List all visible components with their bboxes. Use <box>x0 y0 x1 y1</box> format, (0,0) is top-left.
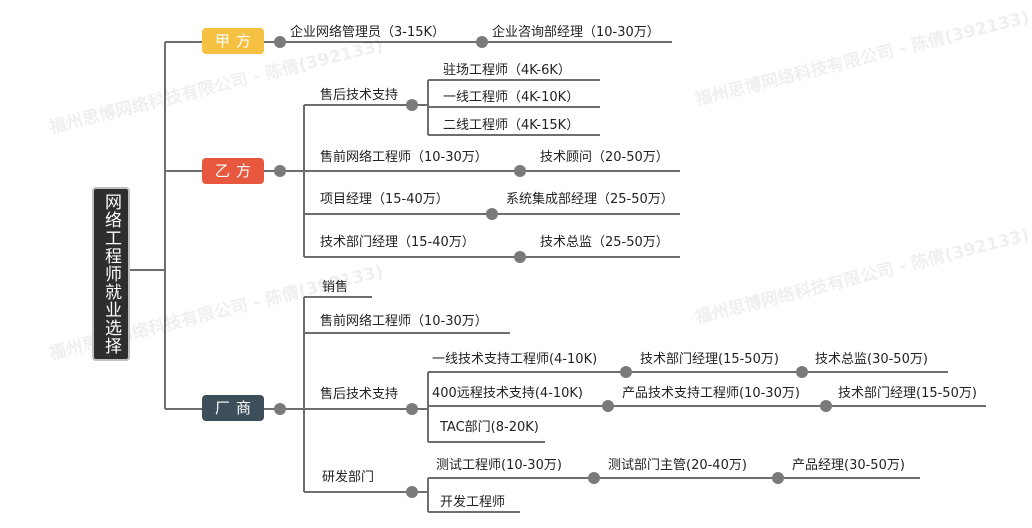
node-project-manager[interactable]: 项目经理（15-40万） <box>320 192 449 207</box>
node-enterprise-net-admin[interactable]: 企业网络管理员（3-15K） <box>290 25 446 40</box>
root-topic[interactable]: 网络工程师就业选择 <box>92 187 130 361</box>
node-dot[interactable] <box>274 403 286 415</box>
node-tier2-engineer[interactable]: 二线工程师（4K-15K） <box>443 118 580 133</box>
node-tech-consultant[interactable]: 技术顾问（20-50万） <box>540 150 669 165</box>
node-test-supervisor[interactable]: 测试部门主管(20-40万) <box>608 458 747 473</box>
node-dot[interactable] <box>486 208 498 220</box>
node-si-manager[interactable]: 系统集成部经理（25-50万） <box>506 192 674 207</box>
node-product-manager[interactable]: 产品经理(30-50万) <box>792 458 905 473</box>
node-dot[interactable] <box>406 99 418 111</box>
node-vendor-tech-manager-2[interactable]: 技术部门经理(15-50万) <box>838 386 977 401</box>
node-dot[interactable] <box>820 400 832 412</box>
node-vendor-after-sales[interactable]: 售后技术支持 <box>320 387 399 402</box>
node-dot[interactable] <box>772 472 784 484</box>
node-yi-tech-director[interactable]: 技术总监（25-50万） <box>540 235 669 250</box>
node-onsite-engineer[interactable]: 驻场工程师（4K-6K） <box>443 63 571 78</box>
node-yi-after-sales[interactable]: 售后技术支持 <box>320 88 399 103</box>
node-tier1-support[interactable]: 一线技术支持工程师(4-10K) <box>432 352 598 367</box>
node-dot[interactable] <box>274 165 286 177</box>
node-enterprise-consult-manager[interactable]: 企业咨询部经理（10-30万） <box>492 25 660 40</box>
node-vendor-tech-director[interactable]: 技术总监(30-50万) <box>815 352 928 367</box>
node-dot[interactable] <box>514 251 526 263</box>
node-dot[interactable] <box>796 366 808 378</box>
branch-changshang[interactable]: 厂商 <box>202 395 264 421</box>
node-yi-tech-manager[interactable]: 技术部门经理（15-40万） <box>320 235 475 250</box>
node-dot[interactable] <box>406 486 418 498</box>
node-dot[interactable] <box>602 400 614 412</box>
node-tier1-engineer[interactable]: 一线工程师（4K-10K） <box>443 90 580 105</box>
node-dot[interactable] <box>620 366 632 378</box>
node-yi-presales[interactable]: 售前网络工程师（10-30万） <box>320 150 488 165</box>
node-vendor-tech-manager[interactable]: 技术部门经理(15-50万) <box>640 352 779 367</box>
node-sales[interactable]: 销售 <box>322 280 349 295</box>
branch-jiafang[interactable]: 甲方 <box>202 28 264 54</box>
node-dot[interactable] <box>514 165 526 177</box>
node-dot[interactable] <box>274 36 286 48</box>
node-vendor-presales[interactable]: 售前网络工程师（10-30万） <box>320 314 488 329</box>
node-rnd[interactable]: 研发部门 <box>322 470 375 485</box>
node-dot[interactable] <box>588 472 600 484</box>
node-product-support-engineer[interactable]: 产品技术支持工程师(10-30万) <box>622 386 800 401</box>
node-tac[interactable]: TAC部门(8-20K) <box>440 420 539 435</box>
node-test-engineer[interactable]: 测试工程师(10-30万) <box>436 458 562 473</box>
node-dev-engineer[interactable]: 开发工程师 <box>440 495 506 510</box>
node-dot[interactable] <box>406 403 418 415</box>
node-remote-support[interactable]: 400远程技术支持(4-10K) <box>432 386 583 401</box>
branch-yifang[interactable]: 乙方 <box>202 158 264 184</box>
node-dot[interactable] <box>476 36 488 48</box>
